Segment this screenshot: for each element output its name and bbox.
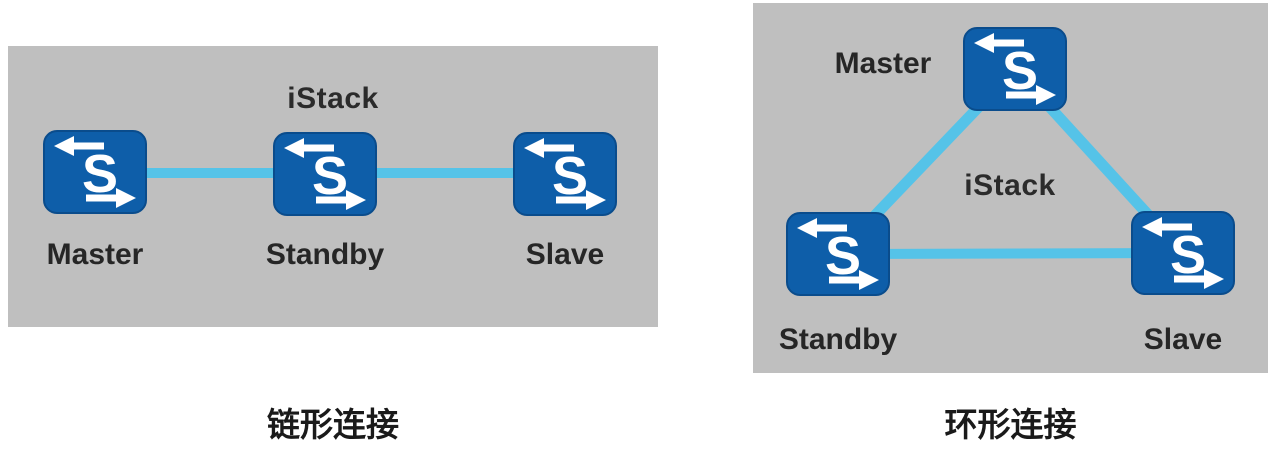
chain-connection-panel: iStack S xyxy=(8,46,658,327)
chain-node-label-standby: Standby xyxy=(265,238,385,271)
ring-node-label-slave: Slave xyxy=(1143,323,1223,356)
right-arrow-icon xyxy=(556,190,606,210)
switch-glyph: S xyxy=(1002,41,1038,101)
left-arrow-icon xyxy=(54,136,104,156)
ring-node-label-standby: Standby xyxy=(778,323,898,356)
left-arrow-icon xyxy=(284,138,334,158)
switch-glyph: S xyxy=(82,144,118,204)
right-arrow-icon xyxy=(86,188,136,208)
switch-icon-ring-master: S xyxy=(963,27,1067,111)
right-arrow-icon xyxy=(829,270,879,290)
chain-node-label-slave: Slave xyxy=(525,238,605,271)
switch-glyph: S xyxy=(825,226,861,286)
chain-panel-title: iStack xyxy=(287,82,379,115)
ring-connection-caption: 环形连接 xyxy=(944,406,1077,443)
left-arrow-icon xyxy=(797,218,847,238)
chain-connection-caption: 链形连接 xyxy=(267,406,399,443)
ring-panel-title: iStack xyxy=(964,169,1056,202)
switch-icon-chain-standby: S xyxy=(273,132,377,216)
switch-glyph: S xyxy=(552,146,588,206)
ring-connection-panel: iStack S xyxy=(753,3,1268,373)
switch-icon-ring-standby: S xyxy=(786,212,890,296)
switch-icon-ring-slave: S xyxy=(1131,211,1235,295)
chain-node-label-master: Master xyxy=(46,238,144,271)
left-arrow-icon xyxy=(524,138,574,158)
left-arrow-icon xyxy=(1142,217,1192,237)
switch-icon-chain-slave: S xyxy=(513,132,617,216)
switch-glyph: S xyxy=(312,146,348,206)
ring-node-label-master: Master xyxy=(834,47,932,80)
right-arrow-icon xyxy=(1006,85,1056,105)
left-arrow-icon xyxy=(974,33,1024,53)
switch-glyph: S xyxy=(1170,225,1206,285)
right-arrow-icon xyxy=(316,190,366,210)
right-arrow-icon xyxy=(1174,269,1224,289)
switch-icon-chain-master: S xyxy=(43,130,147,214)
